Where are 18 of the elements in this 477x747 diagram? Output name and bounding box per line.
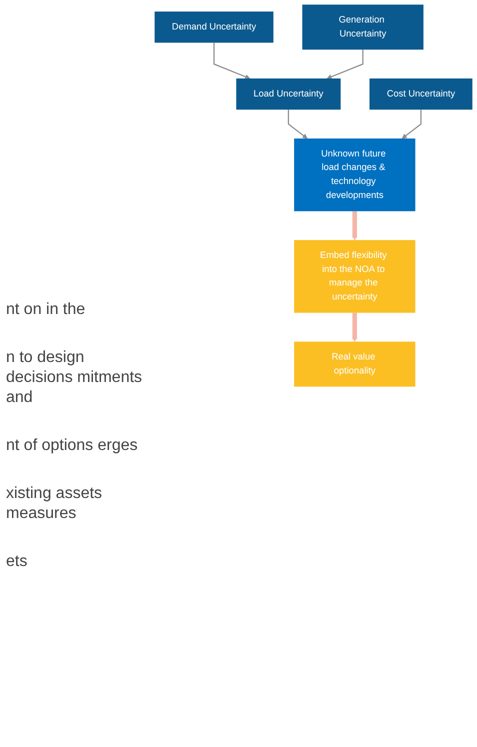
note-text: n to design decisions mitments and <box>6 348 144 408</box>
note-text: ets <box>6 552 28 572</box>
note-text: xisting assets measures <box>6 484 104 524</box>
note-text: nt on in the <box>6 300 86 320</box>
arrow <box>288 110 308 139</box>
arrow <box>352 211 358 240</box>
node-box: Cost Uncertainty <box>370 78 472 110</box>
arrow <box>352 312 358 342</box>
arrow <box>326 50 364 80</box>
arrow <box>402 110 422 139</box>
node-box: Real value optionality <box>294 342 416 387</box>
node-box: Load Uncertainty <box>236 78 341 110</box>
node-box: Embed flexibility into the NOA to manage the uncertainty <box>294 240 416 313</box>
node-box: Demand Uncertainty <box>154 12 274 43</box>
node-box: Generation Uncertainty <box>302 4 424 50</box>
note-text: nt of options erges <box>6 436 139 456</box>
arrow <box>213 42 250 80</box>
node-box: Unknown future load changes & technology developments <box>294 138 416 212</box>
